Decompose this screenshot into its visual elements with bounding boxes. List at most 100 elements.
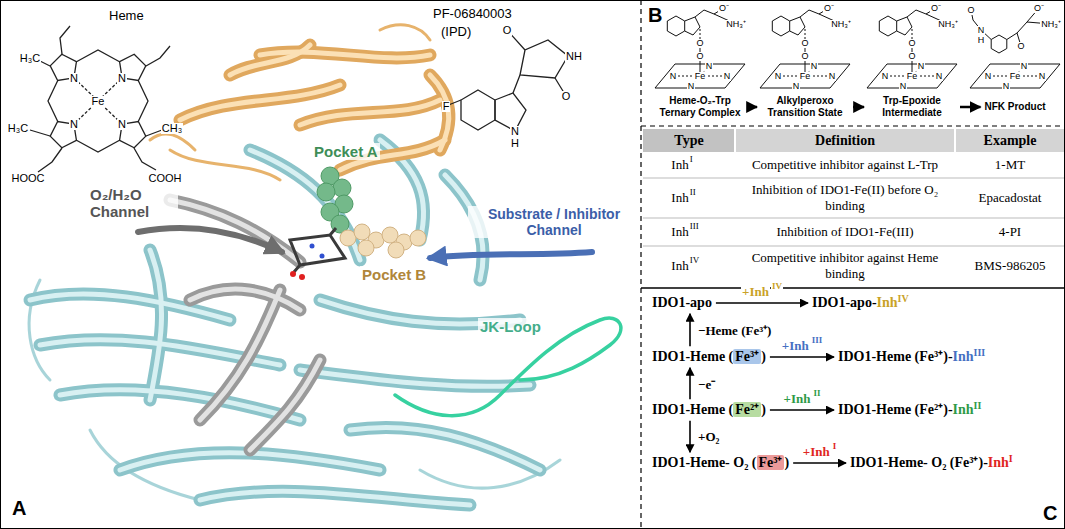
atom-label: NH₃⁺ — [1040, 20, 1062, 29]
panel-frame — [641, 125, 1065, 126]
channel-arrow — [138, 228, 282, 252]
mechanism-structure — [879, 8, 948, 72]
pocket-spheres — [317, 183, 335, 201]
protein-ribbon — [300, 370, 530, 386]
node-text: ) — [784, 455, 789, 470]
edge-label: +O₂ — [697, 429, 720, 445]
atom-label: O — [966, 6, 975, 15]
node-text: ) — [761, 402, 766, 417]
edge-label: III — [811, 335, 824, 345]
protein-ribbon — [150, 25, 430, 180]
protein-ribbon — [200, 491, 470, 505]
protein-ribbon — [190, 289, 300, 310]
atom-label: CH₃ — [161, 123, 183, 134]
atom-label: COOH — [148, 173, 183, 184]
atom-label: N — [687, 82, 696, 91]
edge-label: −e⁻ — [697, 375, 716, 393]
atom-label: N — [935, 72, 944, 81]
node-text: IDO1-Heme ( — [652, 349, 733, 364]
node-text: II — [974, 400, 982, 411]
protein-ribbon — [150, 250, 162, 400]
heme-sticks — [310, 244, 315, 249]
atom-label: Fe — [906, 72, 919, 81]
heme-structure — [30, 26, 170, 172]
atom-label: N — [69, 73, 79, 84]
atom-label: N — [117, 119, 127, 130]
atom-label: N — [917, 62, 926, 71]
atom-label: N — [705, 62, 714, 71]
node-text: III — [974, 347, 986, 358]
node-text: IDO1-apo — [652, 295, 712, 310]
stage-label: Alkylperoxo Transition State — [761, 95, 849, 119]
atom-label: O⁻ — [1033, 4, 1045, 13]
region-label: Substrate / Inhibitor Channel — [468, 206, 640, 238]
edge-label: I — [832, 441, 838, 451]
pocket-spheres — [340, 224, 426, 258]
atom-label: N — [881, 72, 890, 81]
table-cell: Competitive inhibitor against Heme bindi… — [739, 250, 951, 282]
atom-label: O — [907, 52, 916, 61]
node-text: IDO1-apo- — [812, 295, 877, 310]
table-cell: I — [690, 154, 693, 164]
heme-sticks — [290, 228, 345, 280]
atom-label: N — [117, 73, 127, 84]
stage-label: NFK Product — [984, 101, 1045, 113]
state-box: IDO1-Heme (Fe²⁺) — [652, 401, 766, 419]
reaction-arrow — [960, 106, 980, 109]
reaction-arrow — [770, 356, 834, 358]
atom-label: H₃C — [19, 53, 41, 64]
node-text: I — [1009, 453, 1013, 464]
table-cell: Inh — [671, 224, 688, 240]
protein-ribbon — [30, 140, 540, 505]
state-box: IDO1-apo — [652, 294, 712, 312]
stage-label: Trp-Epoxide Intermediate — [868, 95, 956, 119]
reaction-arrow — [793, 462, 846, 464]
state-box: IDO1-apo-InhIV — [812, 294, 909, 312]
protein-ribbon — [200, 491, 470, 505]
protein-ribbon — [395, 318, 621, 416]
table-cell: II — [690, 187, 696, 197]
edge-label: +Inh — [741, 284, 770, 300]
atom-label: O — [907, 39, 916, 48]
state-box: IDO1-Heme- O₂ (Fe³⁺) — [652, 454, 789, 472]
heme-structure — [48, 50, 148, 152]
table-cell: BMS-986205 — [975, 258, 1046, 274]
edge-label: +Inh — [781, 338, 810, 354]
atom-label: N — [1002, 82, 1011, 91]
protein-ribbon — [180, 45, 449, 170]
region-label: Pocket B — [360, 266, 428, 283]
atom-label: N — [899, 82, 908, 91]
atom-label: O⁻ — [823, 4, 835, 13]
table-cell: Inhibition of IDO1-Fe(III) — [739, 224, 951, 240]
panel-frame — [641, 287, 1065, 289]
atom-label: NH — [565, 51, 583, 62]
protein-ribbon — [30, 140, 540, 505]
protein-ribbon — [300, 370, 530, 386]
node-text: Trp-Epoxide Intermediate — [882, 95, 941, 118]
node-text: Alkylperoxo Transition State — [767, 95, 842, 118]
mechanism-structure — [667, 8, 736, 72]
state-box: IDO1-Heme (Fe³⁺)-InhIII — [838, 348, 985, 366]
table-cell: 4-PI — [999, 224, 1021, 240]
atom-label: N — [1038, 72, 1047, 81]
protein-ribbon — [150, 134, 195, 150]
heme-sticks — [299, 274, 305, 280]
edge-label: II — [812, 388, 821, 398]
protein-ribbon — [300, 100, 440, 125]
atom-label: O — [561, 91, 572, 102]
atom-label: N — [828, 72, 837, 81]
table-cell: 1-MT — [995, 157, 1025, 173]
channel-arrow — [430, 252, 592, 258]
atom-label: H — [510, 138, 520, 149]
table-grid — [643, 129, 1064, 246]
protein-ribbon — [29, 280, 560, 500]
table-header: Type — [674, 133, 703, 149]
state-box: IDO1-Heme (Fe²⁺)-InhII — [838, 401, 981, 419]
pocket-spheres — [354, 224, 370, 240]
panel-frame — [640, 0, 641, 529]
reaction-arrow — [689, 368, 691, 400]
atom-label: NH₃⁺ — [725, 20, 747, 29]
reaction-arrow — [716, 302, 808, 304]
